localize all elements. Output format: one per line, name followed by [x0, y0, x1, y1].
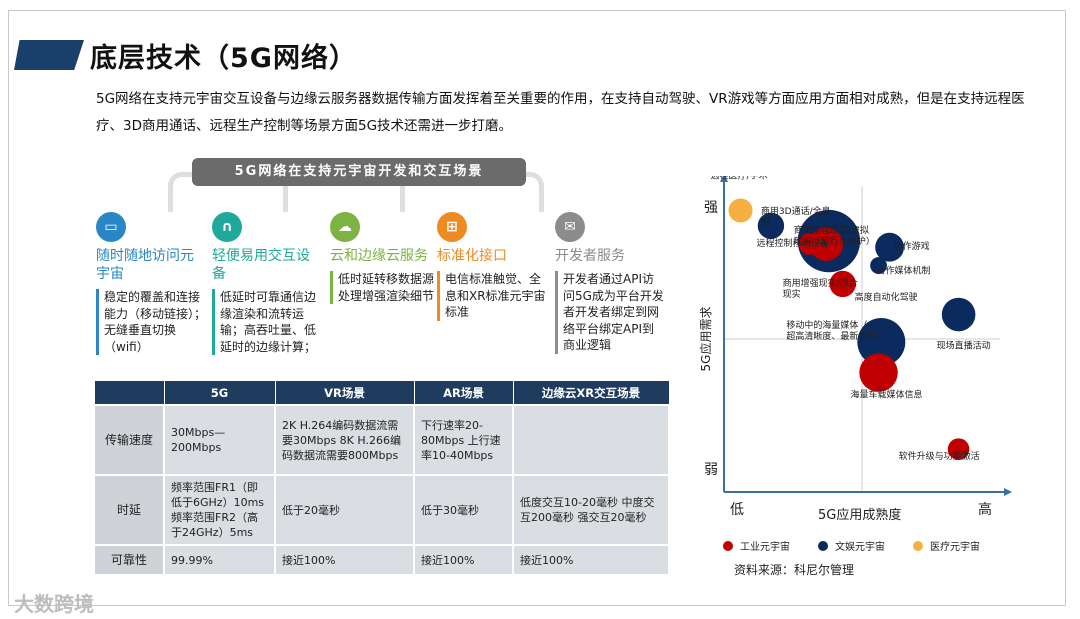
y-axis-arrow	[720, 176, 728, 182]
table-cell: 低于30毫秒	[413, 474, 514, 546]
point-label: 商用3D通话/全息	[761, 205, 831, 217]
section-banner: 5G网络在支持元宇宙开发和交互场景	[192, 158, 526, 186]
feature-column: ⊞ 标准化接口电信标准触觉、全息和XR标准元宇宙标准	[437, 212, 547, 321]
point-label: 高度自动化驾驶	[855, 291, 918, 303]
feature-description: 低延时可靠通信边缘渲染和流转运输；高吞吐量、低延时的边缘计算；	[212, 289, 322, 355]
point-label: 现场直播活动	[937, 340, 991, 352]
feature-title: 随时随地访问元宇宙	[96, 248, 194, 282]
envelope-icon: ✉	[555, 212, 585, 242]
legend-label: 文娱元宇宙	[835, 540, 885, 553]
table-cell: 30Mbps—200Mbps	[163, 404, 276, 476]
table-cell: 低度交互10-20毫秒 中度交互200毫秒 强交互20毫秒	[512, 474, 670, 546]
legend-label: 医疗元宇宙	[930, 540, 980, 553]
headphones-icon: ∩	[212, 212, 242, 242]
title-accent-bar	[14, 40, 84, 70]
point-label: 商用增强现实/混合	[783, 277, 858, 289]
intro-paragraph: 5G网络在支持元宇宙交互设备与边缘云服务器数据传输方面发挥着至关重要的作用，在支…	[96, 91, 1025, 134]
feature-column: ∩ 轻便易用交互设备低延时可靠通信边缘渲染和流转运输；高吞吐量、低延时的边缘计算；	[212, 212, 322, 355]
table-cell: 低于20毫秒	[274, 474, 415, 546]
row-header: 时延	[93, 474, 165, 546]
point-label: 远程控制移动设备	[757, 237, 829, 249]
table-cell: 频率范围FR1（即低于6GHz）10ms 频率范围FR2（高于24GHz）5ms	[163, 474, 276, 546]
feature-title: 标准化接口	[437, 248, 507, 264]
data-point	[798, 233, 821, 255]
data-point	[859, 353, 898, 392]
feature-description: 开发者通过API访问5G成为平台开发者开发者绑定到网络平台绑定API到商业逻辑	[555, 271, 665, 354]
table-cell: 接近100%	[274, 544, 415, 576]
table-cell	[512, 404, 670, 476]
point-label: 现实	[783, 288, 801, 300]
data-point	[809, 227, 843, 261]
feature-column: ☁ 云和边缘云服务低时延转移数据源处理增强渲染细节	[330, 212, 440, 304]
table-cell: 99.99%	[163, 544, 276, 576]
point-label: 远程医疗/手术	[711, 176, 768, 181]
table-cell: 接近100%	[413, 544, 514, 576]
point-label: 移动中的海量媒体（	[786, 319, 867, 331]
table-cell: 接近100%	[512, 544, 670, 576]
data-point	[947, 438, 970, 460]
point-label: 商用增强现实/虚拟	[794, 224, 869, 236]
x-tick-label: 高	[978, 501, 992, 518]
bracket-stem	[283, 172, 288, 212]
table-cell: 2K H.264编码数据流需要30Mbps 8K H.266编码数据流需要800…	[274, 404, 415, 476]
feature-description: 电信标准触觉、全息和XR标准元宇宙标准	[437, 271, 547, 321]
data-point	[870, 257, 887, 274]
point-label: 图	[761, 217, 770, 228]
windows-icon: ⊞	[437, 212, 467, 242]
bubble-chart: 强弱低 高 5G应用成熟度 5G应用需求 远程医疗/手术商用3D通话/全息图商用增强现实…	[698, 176, 1012, 577]
table-cell: 下行速率20-80Mbps 上行速率10-40Mbps	[413, 404, 514, 476]
y-tick-label: 强	[704, 200, 718, 216]
feature-description: 稳定的覆盖和连接能力（移动链接）；无缝垂直切换（wifi）	[96, 289, 206, 355]
slide-frame	[8, 10, 1066, 606]
table-row: 时延 频率范围FR1（即低于6GHz）10ms 频率范围FR2（高于24GHz）…	[93, 474, 670, 546]
cloud-icon: ☁	[330, 212, 360, 242]
watermark: 大数跨境	[14, 592, 94, 616]
x-axis-arrow	[1004, 488, 1012, 496]
spec-table: 5G VR场景 AR场景 边缘云XR交互场景 传输速度 30Mbps—200Mb…	[93, 380, 670, 576]
point-label: 软件升级与功能激活	[899, 450, 980, 462]
table-row: 可靠性 99.99% 接近100% 接近100% 接近100%	[93, 544, 670, 576]
page-title: 底层技术（5G网络）	[90, 43, 357, 74]
point-label: 协作游戏	[894, 240, 930, 252]
data-point	[728, 198, 753, 223]
point-label: 海量车载媒体信息	[851, 389, 923, 401]
table-header: 5G	[163, 380, 276, 406]
point-label: 现实（运行与维护）	[794, 235, 875, 247]
source-note: 资料来源：科尼尔管理	[734, 562, 854, 577]
feature-title: 轻便易用交互设备	[212, 248, 310, 282]
legend-label: 工业元宇宙	[740, 540, 790, 553]
monitor-icon: ▭	[96, 212, 126, 242]
data-point	[857, 318, 906, 367]
point-label: 超高清晰度、最新显示）	[786, 330, 885, 342]
data-point	[875, 232, 904, 262]
table-header: 边缘云XR交互场景	[512, 380, 670, 406]
table-header	[93, 380, 165, 406]
row-header: 可靠性	[93, 544, 165, 576]
table-header: AR场景	[413, 380, 514, 406]
table-header-row: 5G VR场景 AR场景 边缘云XR交互场景	[93, 380, 670, 406]
data-point	[757, 212, 785, 239]
legend-swatch	[913, 541, 923, 551]
y-axis-label: 5G应用需求	[698, 307, 713, 372]
feature-title: 云和边缘云服务	[330, 248, 428, 264]
x-axis-label: 5G应用成熟度	[818, 507, 901, 523]
point-label: 合作媒体机制	[877, 265, 931, 277]
data-point	[941, 297, 976, 332]
feature-column: ✉ 开发者服务开发者通过API访问5G成为平台开发者开发者绑定到网络平台绑定API…	[555, 212, 665, 354]
y-tick-label: 弱	[704, 462, 718, 478]
data-point	[829, 270, 856, 298]
table-row: 传输速度 30Mbps—200Mbps 2K H.264编码数据流需要30Mbp…	[93, 404, 670, 476]
table-header: VR场景	[274, 380, 415, 406]
bracket-stem	[400, 172, 405, 212]
feature-title: 开发者服务	[555, 248, 625, 264]
feature-description: 低时延转移数据源处理增强渲染细节	[330, 271, 440, 304]
feature-column: ▭ 随时随地访问元宇宙稳定的覆盖和连接能力（移动链接）；无缝垂直切换（wifi）	[96, 212, 206, 355]
legend-swatch	[723, 541, 733, 551]
legend-swatch	[818, 541, 828, 551]
x-tick-label: 低	[730, 502, 744, 518]
row-header: 传输速度	[93, 404, 165, 476]
